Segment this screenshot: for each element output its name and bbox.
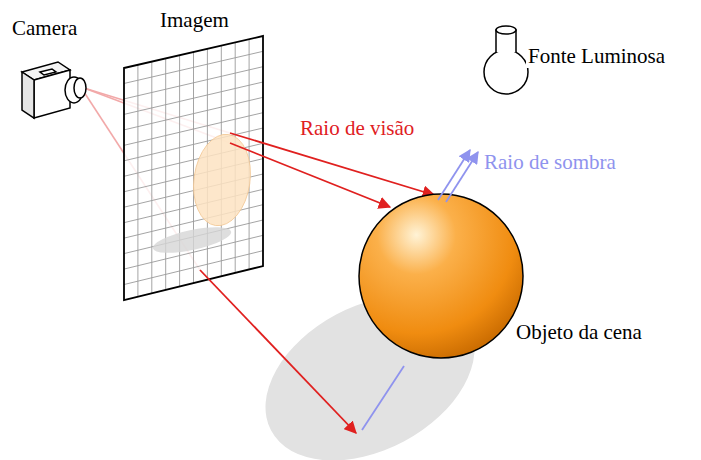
grid-line — [124, 113, 263, 146]
grid-line — [124, 67, 263, 99]
grid-line — [124, 82, 263, 114]
image-plane — [124, 36, 263, 300]
camera-icon — [22, 62, 86, 118]
grid-line — [124, 97, 263, 130]
light-bulb-icon — [484, 26, 528, 94]
grid-line — [124, 251, 263, 285]
scene-object-label: Objeto da cena — [514, 320, 644, 344]
grid-line — [137, 65, 138, 297]
camera-label: Camera — [10, 16, 79, 40]
light-source-label: Fonte Luminosa — [526, 44, 667, 68]
shadow-rays — [362, 150, 478, 430]
projected-shadow — [151, 222, 233, 258]
view-ray-label: Raio de visão — [298, 116, 416, 140]
grid-line — [151, 62, 152, 294]
projected-sphere — [188, 131, 256, 230]
grid-line — [124, 51, 263, 83]
shadow-ray-label: Raio de sombra — [482, 150, 618, 174]
grid-line — [165, 58, 166, 289]
scene-sphere — [359, 194, 523, 358]
grid-line — [249, 39, 250, 269]
image-plane-label: Imagem — [158, 8, 231, 32]
